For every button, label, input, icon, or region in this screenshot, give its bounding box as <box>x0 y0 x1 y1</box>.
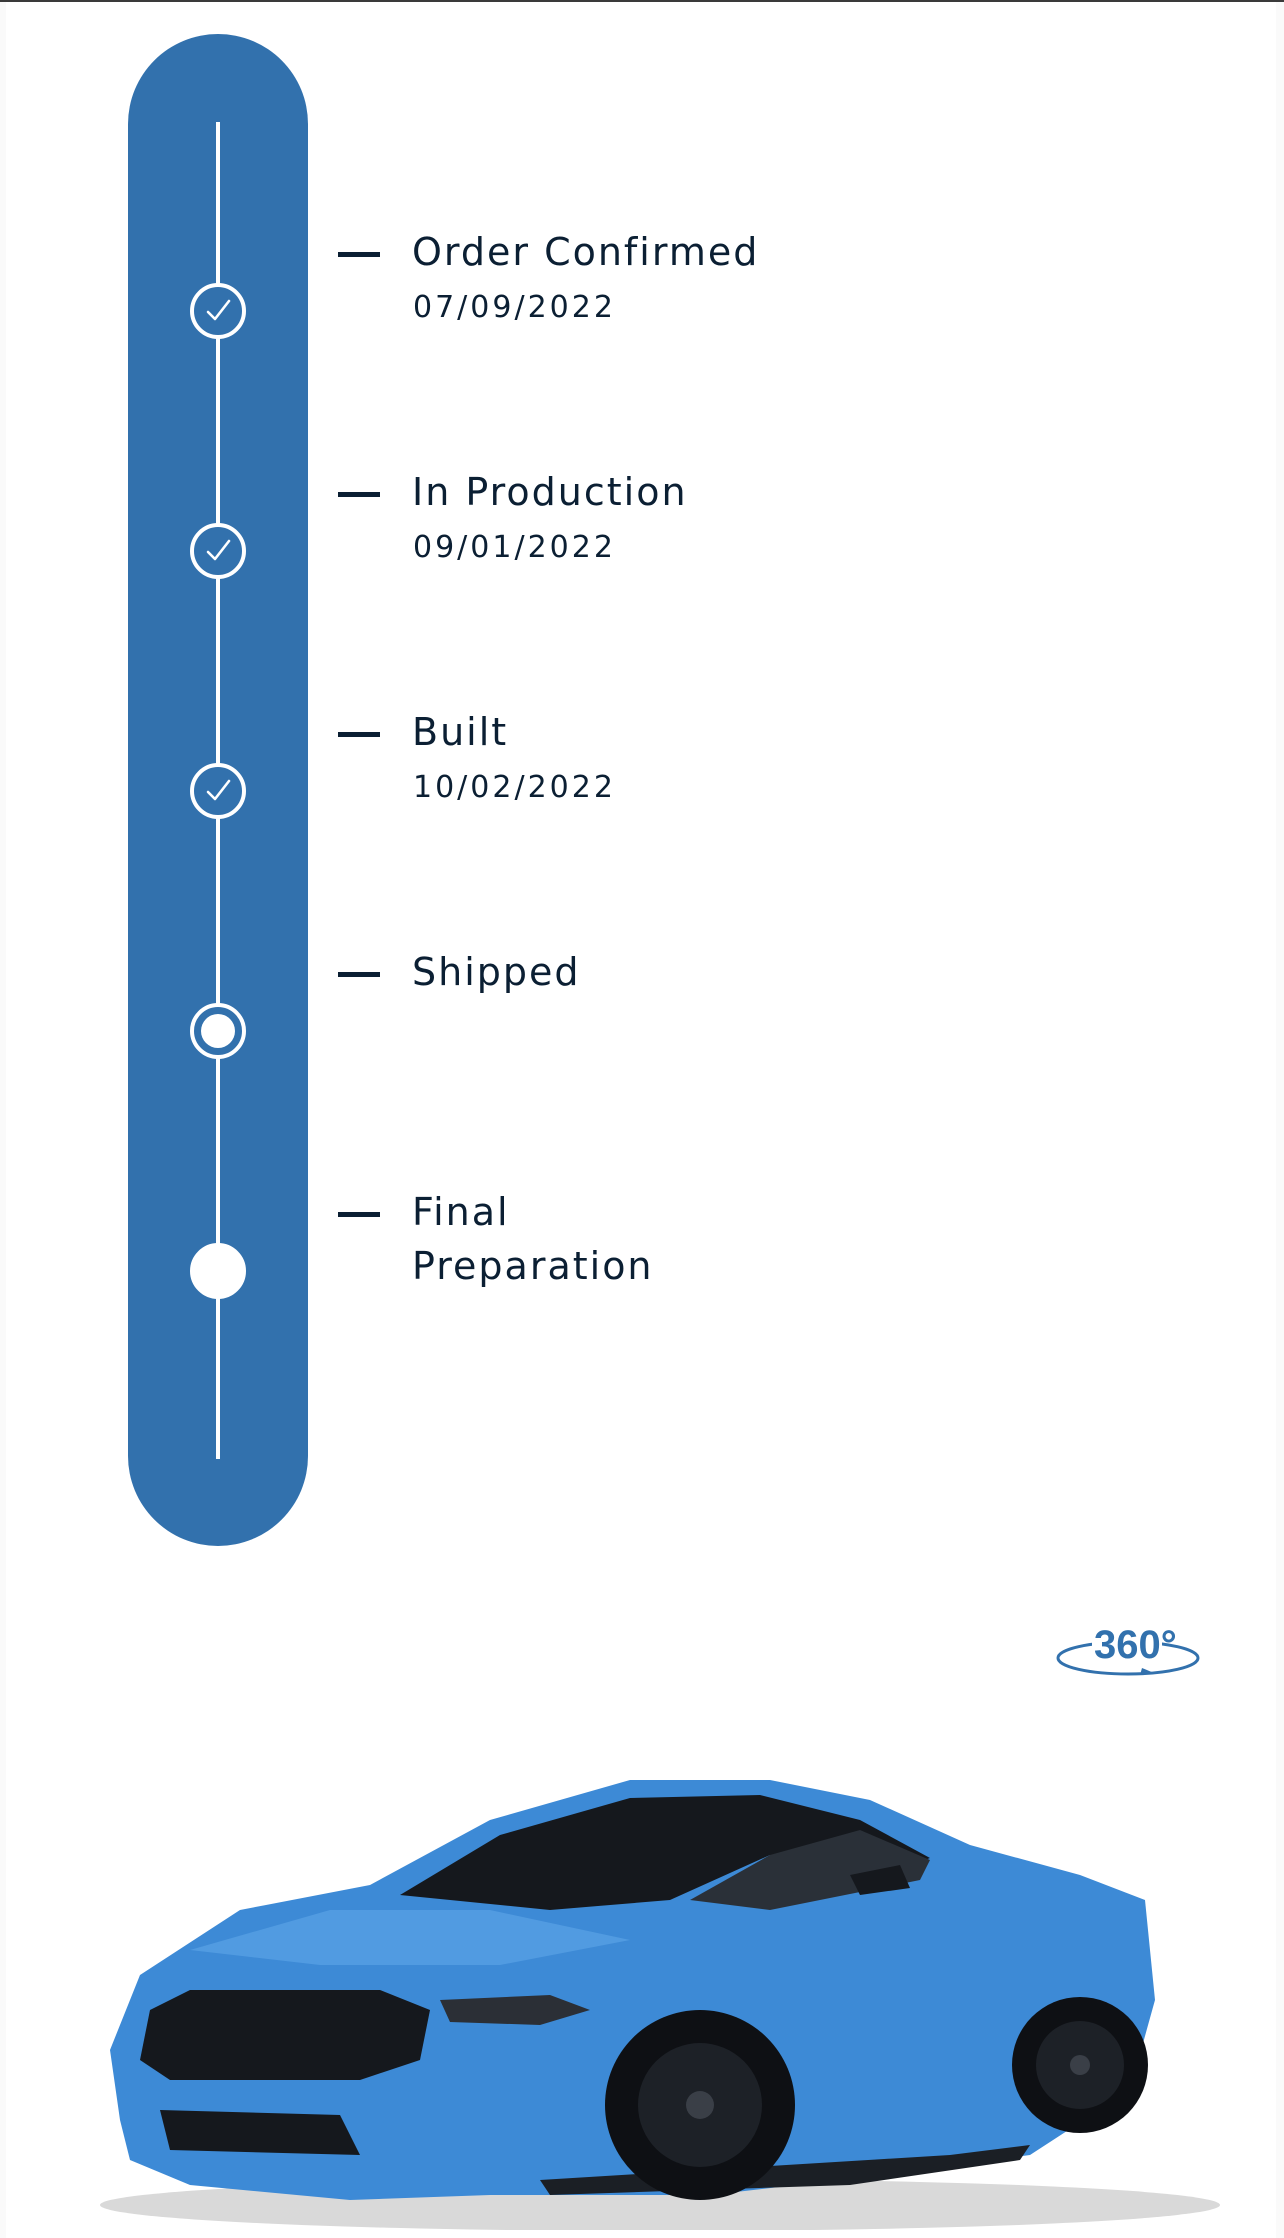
step-5-label-line2: Preparation <box>412 1244 654 1288</box>
step-4-label: Shipped <box>412 950 581 994</box>
step-1-check-icon <box>190 283 246 339</box>
step-4-current-step-icon <box>190 1003 246 1059</box>
step-3-date: 10/02/2022 <box>413 770 616 805</box>
step-2-connector <box>338 492 380 497</box>
step-5-label-line1: Final <box>412 1190 510 1234</box>
step-4-connector <box>338 972 380 977</box>
step-5-connector <box>338 1212 380 1217</box>
rotate-360-button[interactable]: 360° <box>1054 1618 1202 1682</box>
rotate-360-icon: 360° <box>1056 1623 1200 1676</box>
step-3-connector <box>338 732 380 737</box>
step-2-date: 09/01/2022 <box>413 530 616 565</box>
step-1-label: Order Confirmed <box>412 230 760 274</box>
rotate-360-label: 360° <box>1094 1623 1177 1667</box>
step-1-date: 07/09/2022 <box>413 290 616 325</box>
step-5-upcoming-step-icon <box>190 1243 246 1299</box>
step-3-label: Built <box>412 710 509 754</box>
step-3-check-icon <box>190 763 246 819</box>
step-1-connector <box>338 252 380 257</box>
step-5-label: Final Preparation <box>412 1185 654 1293</box>
step-2-label: In Production <box>412 470 688 514</box>
step-2-check-icon <box>190 523 246 579</box>
car-image[interactable] <box>70 1760 1220 2230</box>
top-divider <box>0 0 1284 2</box>
